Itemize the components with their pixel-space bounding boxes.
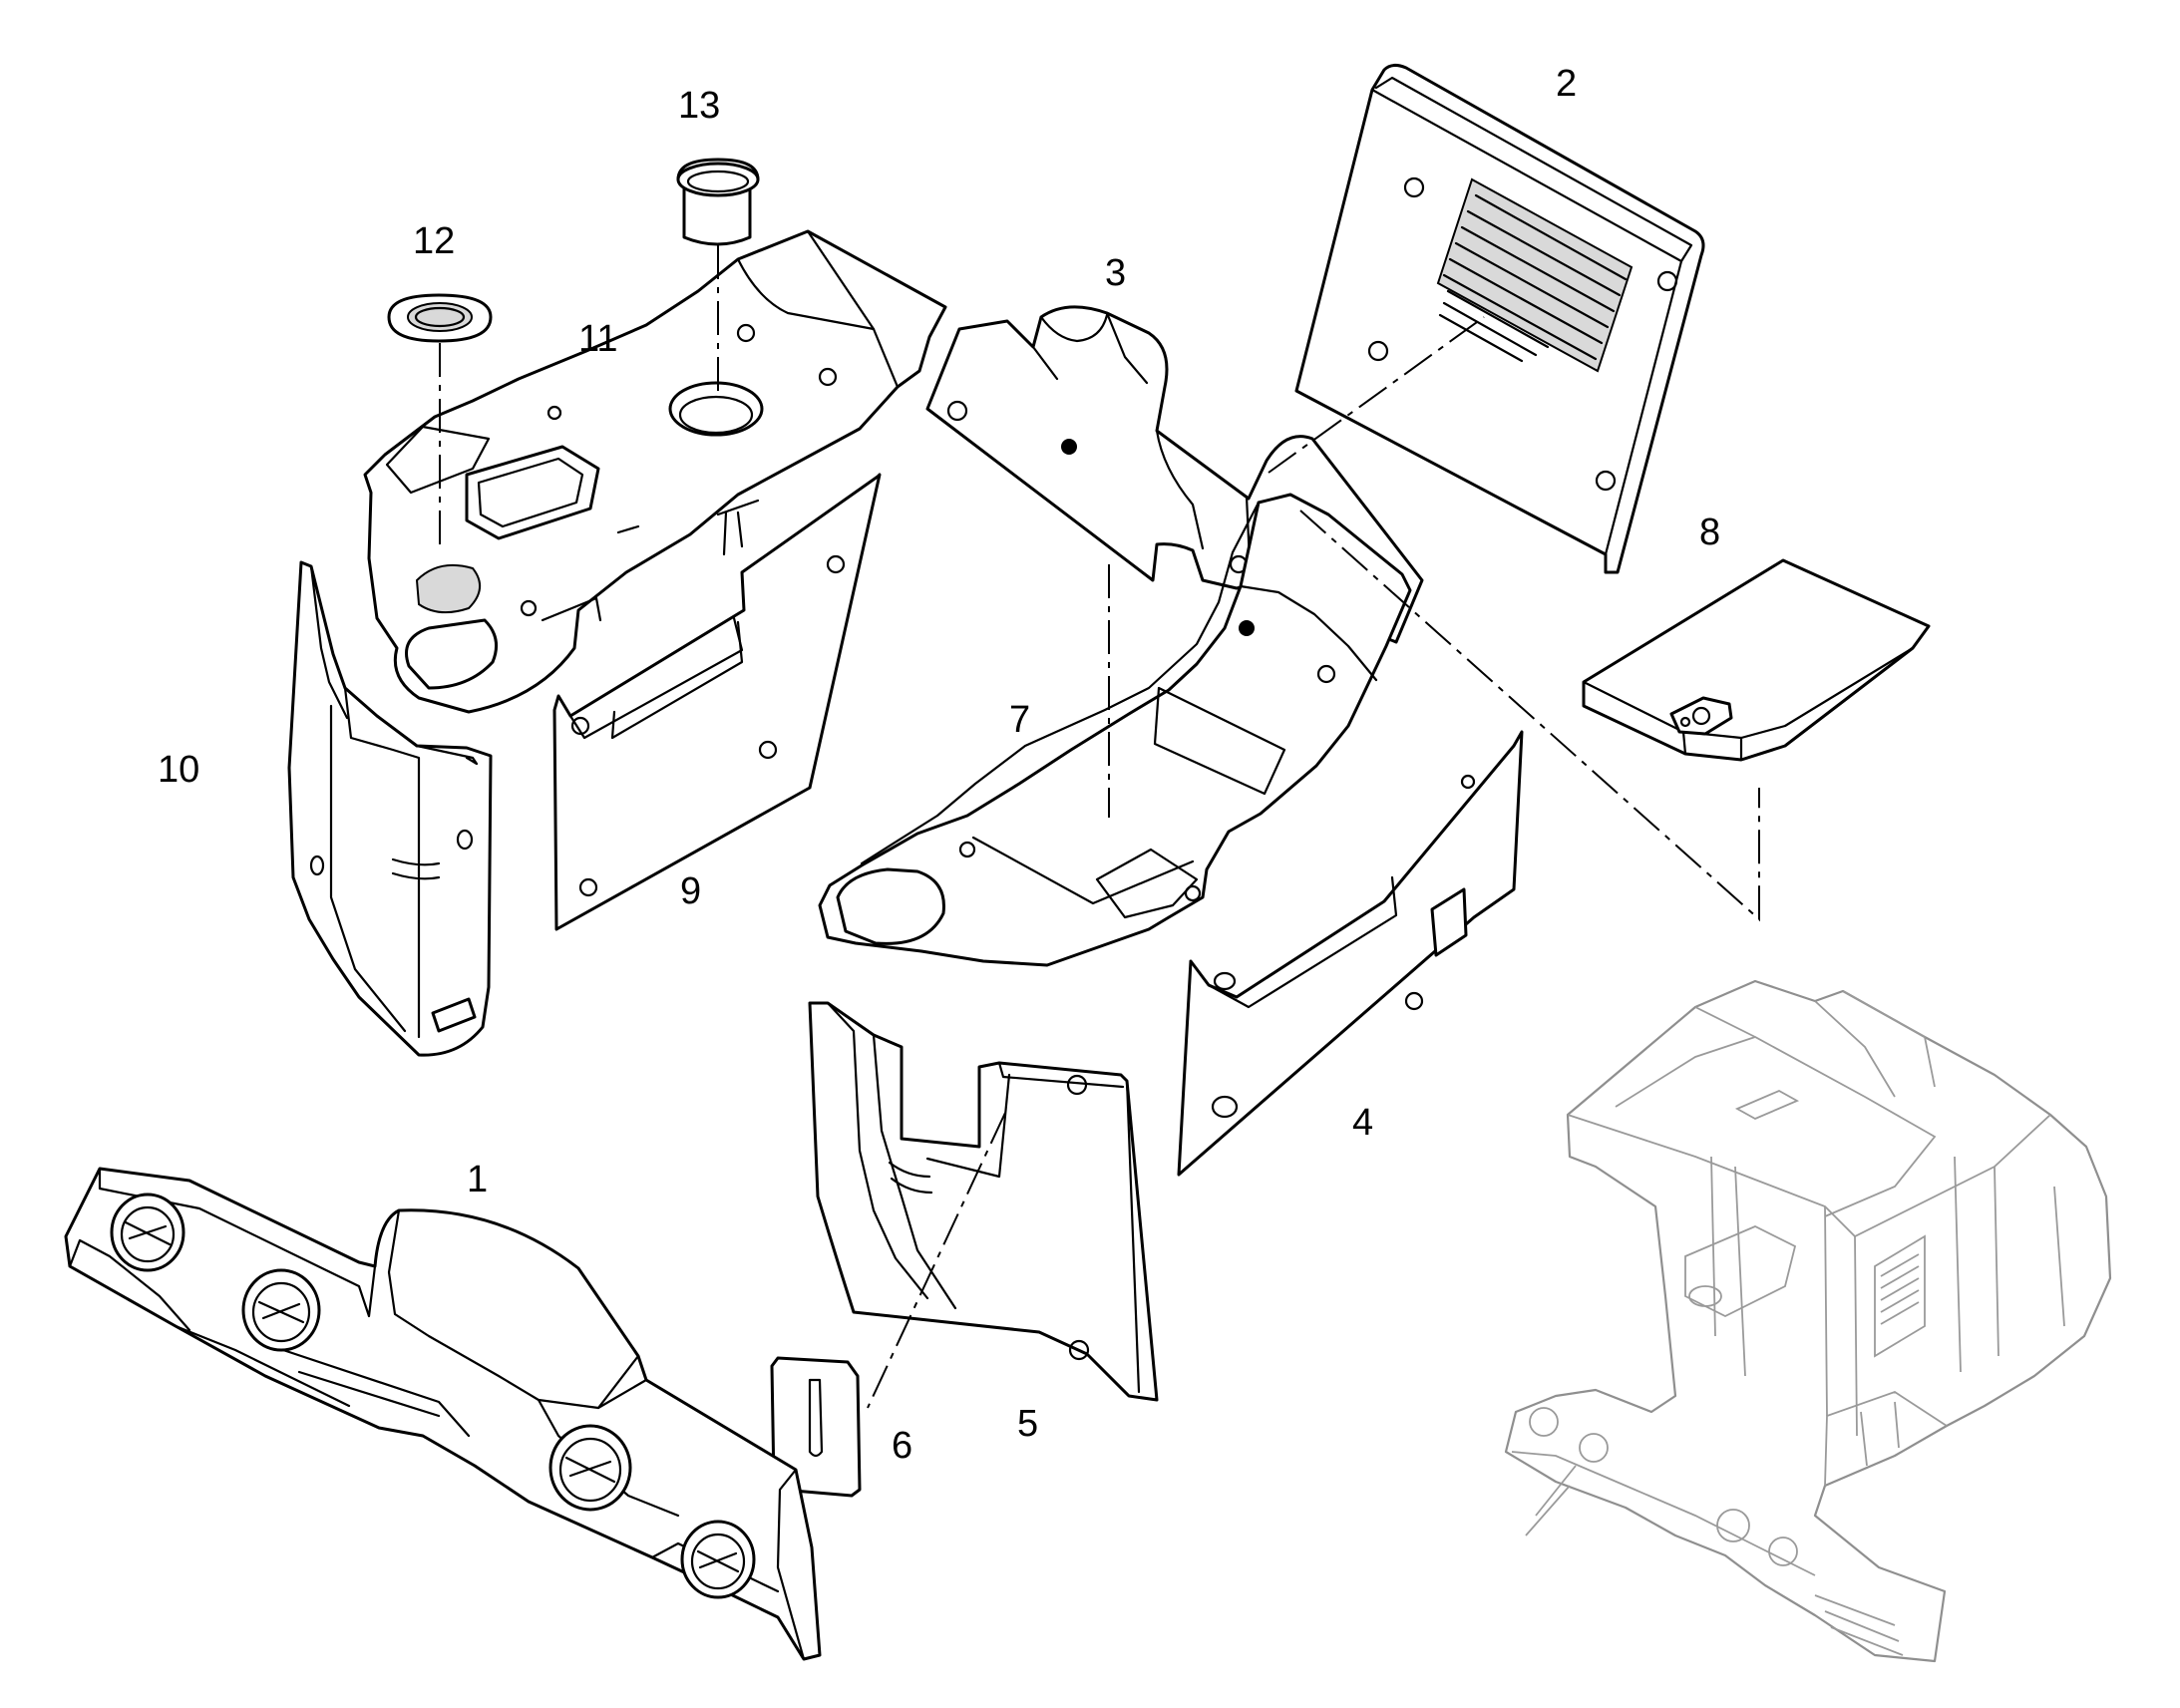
callout-1: 1 [467,1159,488,1200]
callout-12: 12 [413,220,455,262]
part-1-dashboard-trim [64,1167,822,1661]
part-7-right-console [818,493,1412,967]
leader-lines [439,245,1760,1409]
part-2-roof-panel [1294,63,1705,574]
callout-3: 3 [1105,252,1126,294]
callout-4: 4 [1352,1102,1373,1144]
callout-5: 5 [1017,1403,1038,1445]
part-10-left-pillar-trim [287,560,493,1057]
callout-7: 7 [1009,699,1030,741]
assembled-cab-reference-view [1504,979,2112,1663]
part-5-right-pillar-trim [808,1001,1159,1402]
part-9-left-side-panel [552,473,882,931]
part-13-cup-insert [676,158,760,246]
part-8-storage-lid [1582,558,1931,762]
callout-9: 9 [680,870,701,912]
callout-6: 6 [892,1425,912,1467]
callout-13: 13 [678,85,720,127]
part-6-slotted-plate [770,1356,862,1498]
callout-11: 11 [578,318,617,360]
part-4-right-side-panel [1177,730,1524,1177]
callout-10: 10 [158,749,199,791]
callout-2: 2 [1556,63,1577,105]
part-12-ring [387,293,493,343]
callout-8: 8 [1699,512,1720,553]
part-11-left-console [363,229,947,714]
callout-labels: 1 2 3 4 5 6 7 8 9 10 11 12 13 [158,63,1720,1467]
